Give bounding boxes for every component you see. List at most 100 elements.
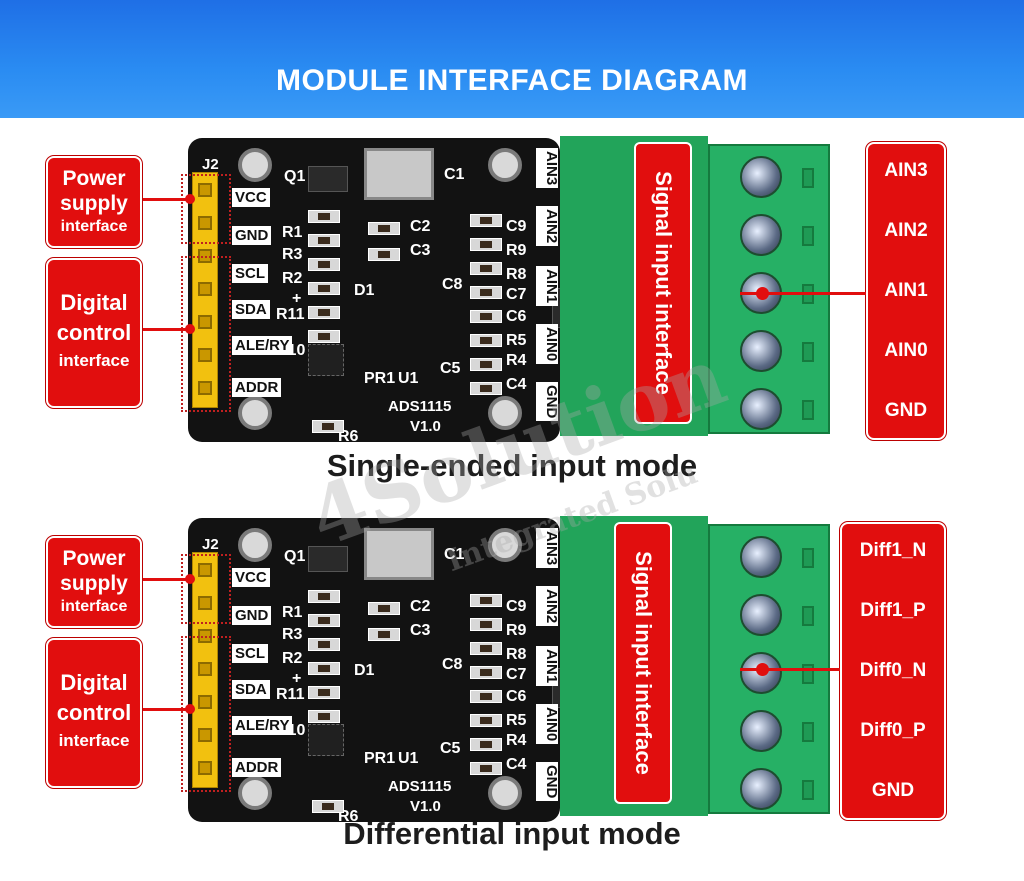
mounting-hole — [238, 776, 272, 810]
component-label: R4 — [506, 352, 527, 369]
smd-component — [308, 306, 340, 319]
pin-label: ALE/RY — [232, 336, 293, 355]
channel-label: GND — [536, 382, 560, 422]
component-label: C4 — [506, 756, 527, 773]
mounting-hole — [238, 396, 272, 430]
header-pin — [198, 563, 212, 577]
smd-component — [308, 590, 340, 603]
version-label: V1.0 — [410, 418, 441, 435]
component-label: R3 — [282, 626, 303, 643]
smd-component — [470, 738, 502, 751]
component-label: C9 — [506, 218, 527, 235]
pin-label: GND — [232, 606, 272, 625]
smd-component — [308, 614, 340, 627]
header-label: J2 — [202, 156, 219, 173]
component-label: Q1 — [284, 168, 306, 185]
model-label: ADS1115 — [388, 778, 452, 795]
smd-component — [470, 286, 502, 299]
component-label: C4 — [506, 376, 527, 393]
digital-connector-line — [140, 328, 192, 331]
smd-component — [312, 420, 344, 433]
transistor-q1 — [308, 546, 348, 572]
component-label: R9 — [506, 622, 527, 639]
smd-component — [368, 628, 400, 641]
signal-input-label-box: Signal input interface — [614, 522, 672, 804]
channel-label: AIN0 — [536, 704, 560, 745]
mounting-hole — [488, 528, 522, 562]
digital-connector-dot — [185, 324, 195, 334]
header-pin — [198, 381, 212, 395]
component-label: C2 — [410, 598, 431, 615]
terminal-slot — [802, 342, 814, 362]
header-pin — [198, 695, 212, 709]
mounting-hole — [488, 396, 522, 430]
terminal-screw — [740, 536, 782, 578]
smd-component — [368, 222, 400, 235]
channel-label: AIN3 — [536, 148, 560, 189]
terminal-screw — [740, 330, 782, 372]
smd-component — [470, 262, 502, 275]
smd-component — [470, 594, 502, 607]
smd-component — [308, 662, 340, 675]
smd-component — [308, 710, 340, 723]
component-label: + — [292, 290, 302, 307]
header-pin — [198, 315, 212, 329]
header-pin — [198, 183, 212, 197]
resistor-pack-pr1 — [308, 344, 344, 376]
component-label: R8 — [506, 646, 527, 663]
pointer-dot — [756, 287, 769, 300]
terminal-screw — [740, 710, 782, 752]
digital-label-line3: interface — [58, 731, 130, 750]
component-label: C6 — [506, 308, 527, 325]
terminal-slot — [802, 548, 814, 568]
terminal-slot — [802, 400, 814, 420]
component-label: C6 — [506, 688, 527, 705]
component-label: R2 — [282, 270, 303, 287]
digital-label-line2: control — [56, 700, 132, 725]
power-connector-dot — [185, 574, 195, 584]
pointer-line — [740, 292, 866, 295]
smd-component — [308, 330, 340, 343]
smd-component — [470, 358, 502, 371]
component-label: R3 — [282, 246, 303, 263]
mode-caption: Single-ended input mode — [326, 448, 698, 483]
pin-label: GND — [232, 226, 272, 245]
channel-label: AIN0 — [536, 324, 560, 365]
pin-label: ALE/RY — [232, 716, 293, 735]
power-connector-line — [140, 578, 192, 581]
smd-component — [470, 382, 502, 395]
pointer-line — [740, 668, 840, 671]
channel-label: AIN1 — [536, 646, 560, 687]
pin-label: SDA — [232, 300, 270, 319]
smd-component — [368, 602, 400, 615]
smd-component — [470, 238, 502, 251]
component-label: R11 — [276, 686, 305, 703]
header-pin — [198, 761, 212, 775]
component-label: C8 — [442, 656, 463, 673]
component-label: C7 — [506, 666, 527, 683]
component-label: PR1 — [364, 750, 396, 767]
terminal-pin-label: AIN2 — [884, 220, 928, 241]
resistor-pack-pr1 — [308, 724, 344, 756]
pin-label: SDA — [232, 680, 270, 699]
pcb-board: J2Q1R1R3R2+R11R10PR1R6C1C2C3D1C8U1C5C9R9… — [188, 138, 592, 445]
mounting-hole — [488, 148, 522, 182]
channel-label: AIN2 — [536, 586, 560, 627]
terminal-screw — [740, 768, 782, 810]
component-label: R8 — [506, 266, 527, 283]
smd-component — [308, 210, 340, 223]
power-label-line3: interface — [60, 218, 128, 235]
signal-input-label: Signal input interface — [631, 551, 656, 775]
component-label: R4 — [506, 732, 527, 749]
digital-label-line1: Digital — [60, 290, 128, 315]
single-ended-panel: J2Q1R1R3R2+R11R10PR1R6C1C2C3D1C8U1C5C9R9… — [0, 118, 1024, 483]
mounting-hole — [238, 528, 272, 562]
pin-label: ADDR — [232, 378, 282, 397]
mounting-hole — [238, 148, 272, 182]
smd-component — [308, 234, 340, 247]
digital-label-line3: interface — [58, 351, 130, 370]
component-label: R11 — [276, 306, 305, 323]
